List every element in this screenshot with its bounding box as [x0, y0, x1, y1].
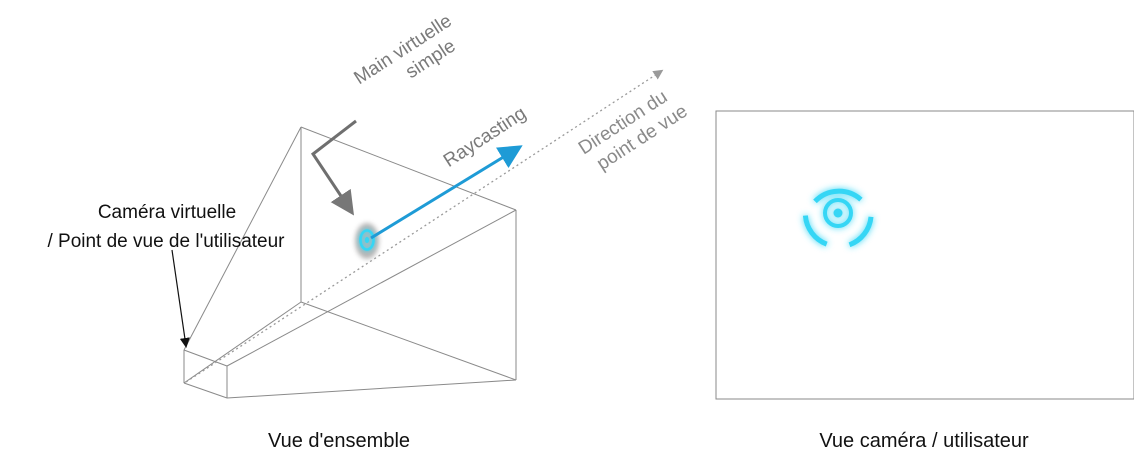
- camera-label-line1: Caméra virtuelle: [98, 202, 236, 223]
- hand-pointer-arrow: [310, 119, 357, 216]
- camera-view-frame: [715, 110, 1134, 400]
- view-frustum: [183, 126, 517, 399]
- virtual-hand-cursor-small: [359, 229, 375, 251]
- view-direction-line: [185, 69, 664, 383]
- virtual-hand-cursor-large: [802, 188, 874, 248]
- camera-pointer-arrow: [171, 249, 190, 348]
- caption-camera-view: Vue caméra / utilisateur: [819, 430, 1029, 452]
- camera-label-line2: / Point de vue de l'utilisateur: [47, 231, 285, 252]
- raycasting-arrow: [370, 145, 523, 240]
- raycasting-label: Raycasting: [440, 103, 530, 172]
- caption-overview: Vue d'ensemble: [268, 430, 410, 452]
